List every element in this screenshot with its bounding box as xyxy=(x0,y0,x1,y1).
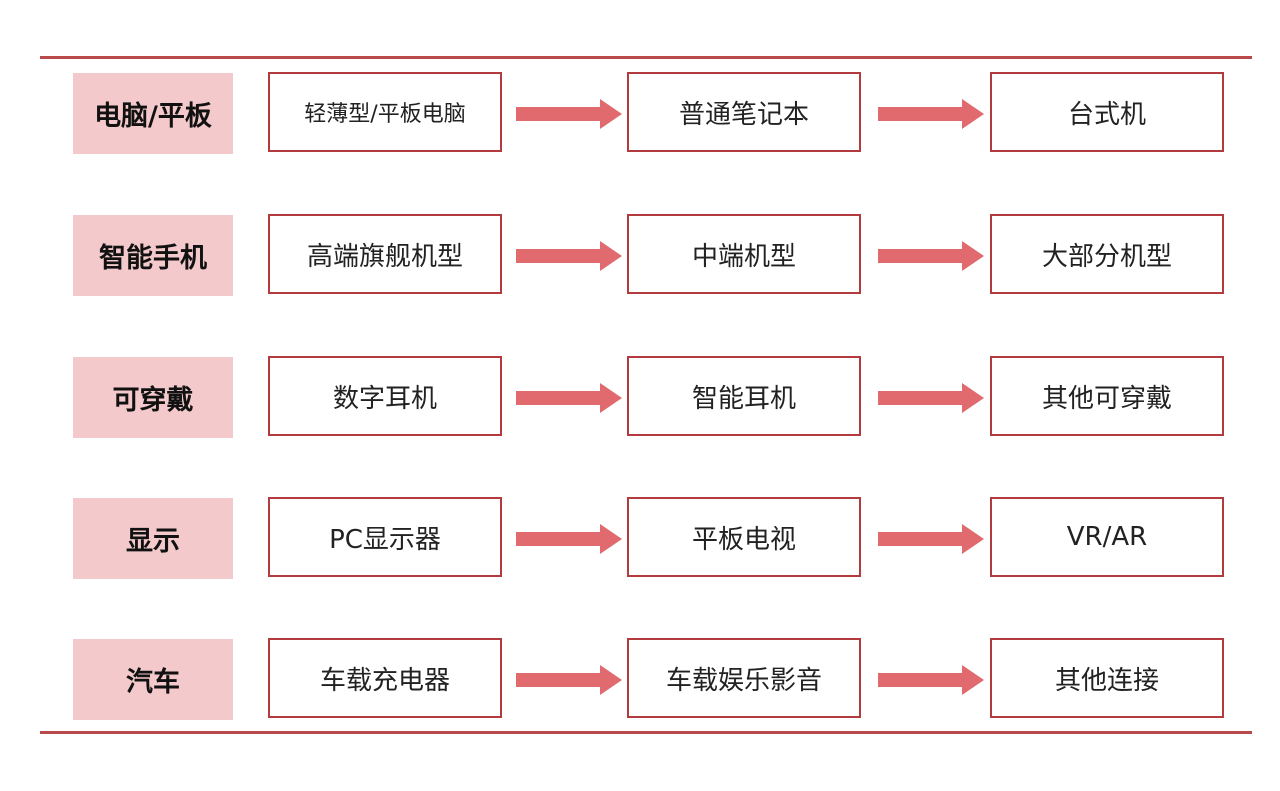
stage-box: 轻薄型/平板电脑 xyxy=(268,72,502,152)
stage-box: 台式机 xyxy=(990,72,1224,152)
right-arrow-icon xyxy=(878,524,984,554)
row-automotive: 汽车 车载充电器 车载娱乐影音 其他连接 xyxy=(0,638,1280,722)
right-arrow-icon xyxy=(878,665,984,695)
category-label: 显示 xyxy=(73,498,233,579)
top-rule xyxy=(40,56,1252,59)
stage-box: 车载娱乐影音 xyxy=(627,638,861,718)
right-arrow-icon xyxy=(516,665,622,695)
category-label: 电脑/平板 xyxy=(73,73,233,154)
stage-box: VR/AR xyxy=(990,497,1224,577)
right-arrow-icon xyxy=(516,383,622,413)
stage-box: 数字耳机 xyxy=(268,356,502,436)
stage-box: 其他连接 xyxy=(990,638,1224,718)
right-arrow-icon xyxy=(516,524,622,554)
right-arrow-icon xyxy=(878,383,984,413)
right-arrow-icon xyxy=(878,99,984,129)
stage-box: 车载充电器 xyxy=(268,638,502,718)
stage-box: 中端机型 xyxy=(627,214,861,294)
bottom-rule xyxy=(40,731,1252,734)
stage-box: 平板电视 xyxy=(627,497,861,577)
right-arrow-icon xyxy=(516,99,622,129)
stage-box: 普通笔记本 xyxy=(627,72,861,152)
category-label: 汽车 xyxy=(73,639,233,720)
right-arrow-icon xyxy=(516,241,622,271)
stage-box: 其他可穿戴 xyxy=(990,356,1224,436)
category-label: 可穿戴 xyxy=(73,357,233,438)
row-smartphone: 智能手机 高端旗舰机型 中端机型 大部分机型 xyxy=(0,214,1280,298)
right-arrow-icon xyxy=(878,241,984,271)
row-wearable: 可穿戴 数字耳机 智能耳机 其他可穿戴 xyxy=(0,356,1280,440)
row-pc-tablet: 电脑/平板 轻薄型/平板电脑 普通笔记本 台式机 xyxy=(0,72,1280,156)
category-label: 智能手机 xyxy=(73,215,233,296)
stage-box: 大部分机型 xyxy=(990,214,1224,294)
stage-box: 智能耳机 xyxy=(627,356,861,436)
stage-box: 高端旗舰机型 xyxy=(268,214,502,294)
row-display: 显示 PC显示器 平板电视 VR/AR xyxy=(0,497,1280,581)
stage-box: PC显示器 xyxy=(268,497,502,577)
